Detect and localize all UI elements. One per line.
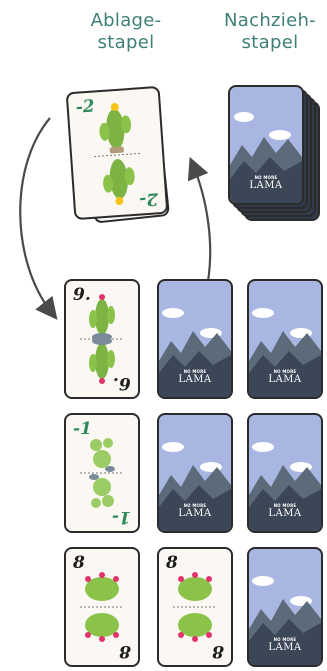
card-value: 6. [113, 374, 131, 391]
card-value: 1- [112, 508, 131, 525]
card-value: 8 [212, 642, 224, 659]
card-value: 8 [119, 642, 131, 659]
card-value: 8 [166, 555, 178, 572]
face-up-card[interactable]: 9. 6. [64, 279, 140, 399]
arrow-to-hand-icon [20, 118, 52, 313]
card-value: 9. [73, 287, 91, 304]
card-value: 8 [73, 555, 85, 572]
face-up-card[interactable]: -1 1- [64, 413, 140, 533]
card-value: -1 [73, 421, 92, 438]
